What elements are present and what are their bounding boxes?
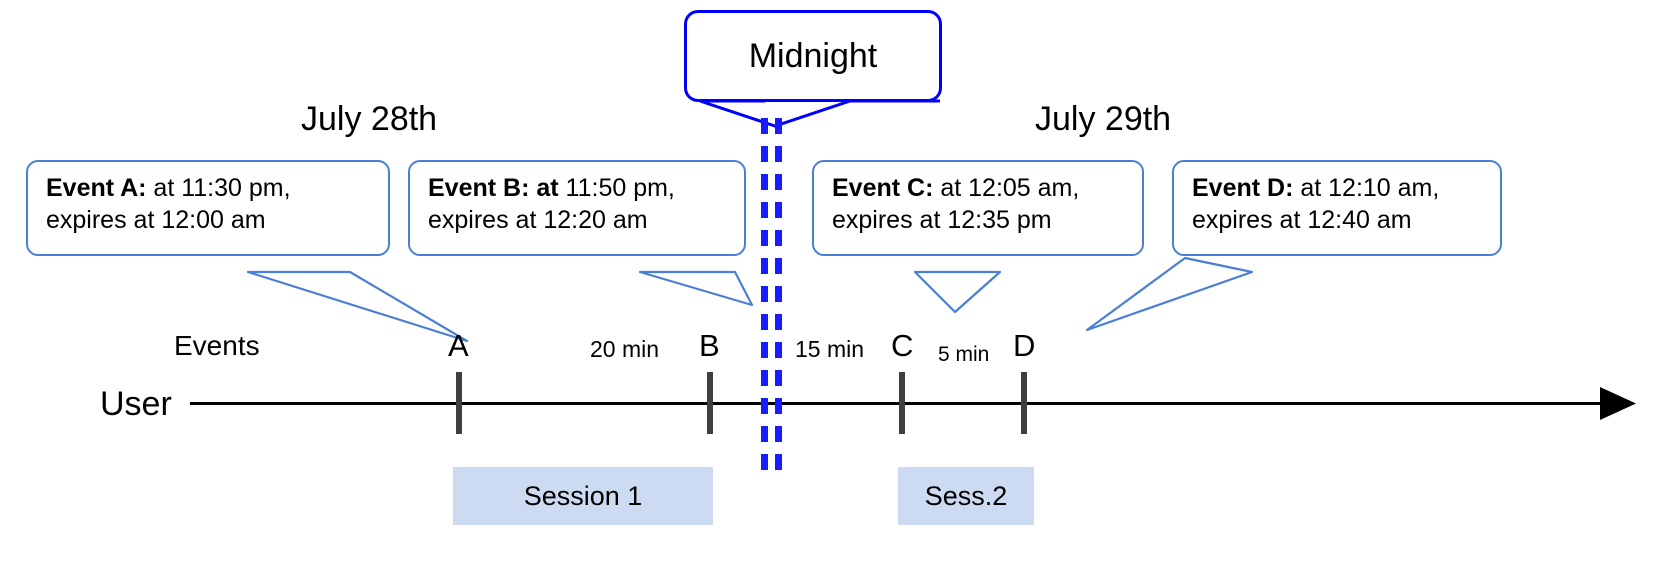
tick-c xyxy=(899,372,905,434)
event-c-line2: expires at 12:35 pm xyxy=(832,206,1052,234)
event-b-bold: Event B: at xyxy=(428,174,559,202)
event-b-tail xyxy=(638,270,754,307)
event-c-bold: Event C: xyxy=(832,174,934,202)
event-c-line1: Event C: at 12:05 am, xyxy=(832,172,1128,204)
axis-letter-c: C xyxy=(891,328,914,363)
tick-d xyxy=(1021,372,1027,434)
session-box-1: Session 1 xyxy=(453,467,713,525)
row-label-events: Events xyxy=(174,330,260,361)
midnight-dashed-line-right xyxy=(775,118,782,478)
event-a-line1: Event A: at 11:30 pm, xyxy=(46,172,374,204)
midnight-callout-tail xyxy=(699,99,940,128)
axis-letter-b: B xyxy=(699,328,720,363)
gap-label-a-b: 20 min xyxy=(590,336,660,362)
date-label-july-28: July 28th xyxy=(301,100,438,138)
midnight-dashed-line-left xyxy=(761,118,768,478)
session-2-label: Sess.2 xyxy=(924,480,1008,511)
tick-a xyxy=(456,372,462,434)
session-1-label: Session 1 xyxy=(523,480,643,511)
event-callout-c: Event C: at 12:05 am, expires at 12:35 p… xyxy=(812,160,1144,256)
event-d-rest: at 12:10 am, xyxy=(1293,174,1440,202)
event-a-bold: Event A: xyxy=(46,174,147,202)
axis-letter-d: D xyxy=(1013,328,1036,363)
event-d-tail xyxy=(1085,256,1254,332)
midnight-callout: Midnight xyxy=(684,10,942,102)
event-d-line1: Event D: at 12:10 am, xyxy=(1192,172,1486,204)
session-box-2: Sess.2 xyxy=(898,467,1034,525)
event-b-line2: expires at 12:20 am xyxy=(428,206,648,234)
gap-label-c-d: 5 min xyxy=(938,343,990,366)
event-callout-a: Event A: at 11:30 pm, expires at 12:00 a… xyxy=(26,160,390,256)
axis-letter-a: A xyxy=(448,328,469,363)
timeline-axis xyxy=(190,402,1605,405)
axis-arrowhead xyxy=(1600,387,1636,420)
event-b-line1: Event B: at 11:50 pm, xyxy=(428,172,730,204)
event-c-tail xyxy=(913,270,1002,314)
event-c-rest: at 12:05 am, xyxy=(933,174,1080,202)
event-a-line2: expires at 12:00 am xyxy=(46,206,266,234)
event-a-rest: at 11:30 pm, xyxy=(146,174,291,202)
event-callout-b: Event B: at 11:50 pm, expires at 12:20 a… xyxy=(408,160,746,256)
event-b-rest: 11:50 pm, xyxy=(558,174,675,202)
event-d-line2: expires at 12:40 am xyxy=(1192,206,1412,234)
tick-b xyxy=(707,372,713,434)
event-callout-d: Event D: at 12:10 am, expires at 12:40 a… xyxy=(1172,160,1502,256)
date-label-july-29: July 29th xyxy=(1035,100,1172,138)
event-a-tail xyxy=(246,270,469,343)
gap-label-b-c: 15 min xyxy=(795,336,865,362)
row-label-user: User xyxy=(100,385,172,423)
event-d-bold: Event D: xyxy=(1192,174,1294,202)
midnight-callout-label: Midnight xyxy=(748,37,878,75)
